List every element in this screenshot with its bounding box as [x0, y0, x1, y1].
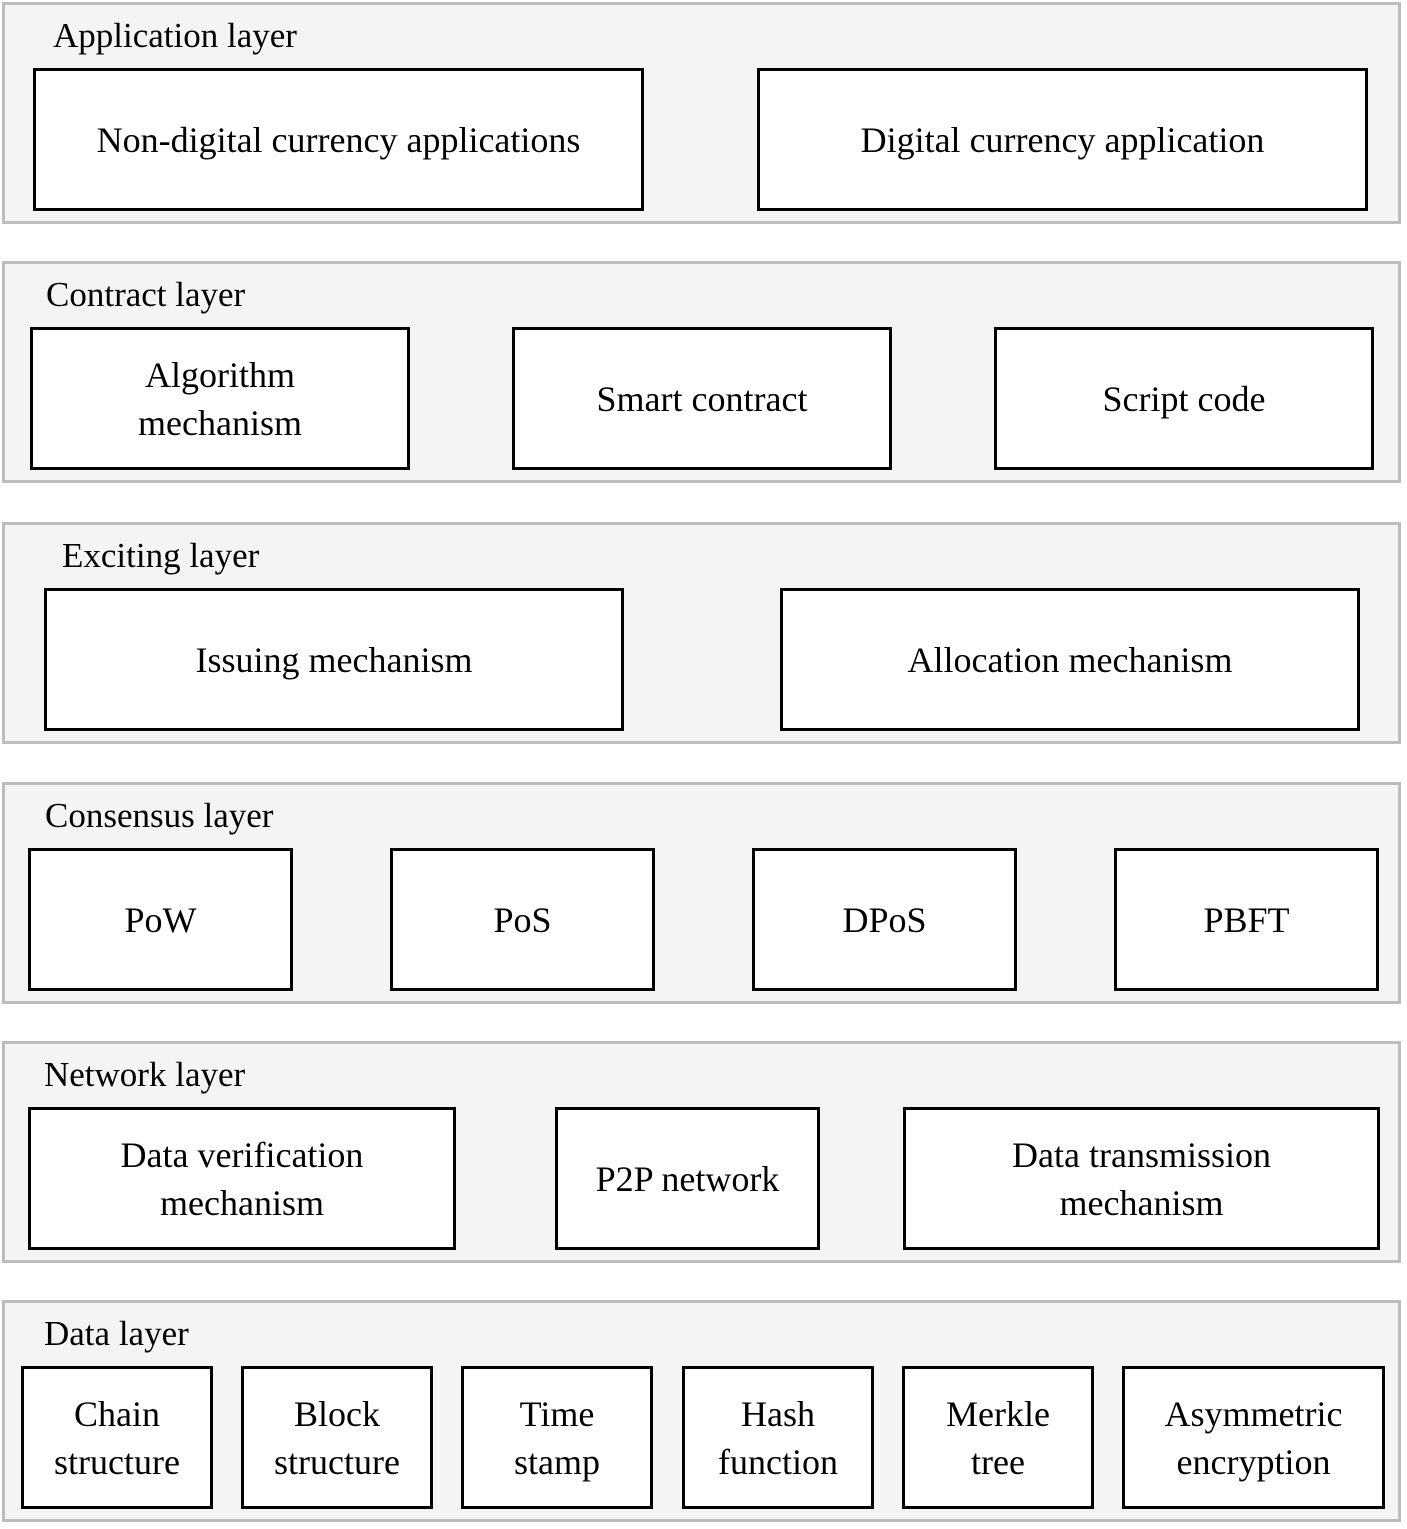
box-smart-contract: Smart contract	[512, 327, 892, 470]
box-pow: PoW	[28, 848, 293, 991]
box-pos: PoS	[390, 848, 655, 991]
box-non-digital-currency-applications: Non-digital currency applications	[33, 68, 644, 211]
box-pbft: PBFT	[1114, 848, 1379, 991]
box-digital-currency-application: Digital currency application	[757, 68, 1368, 211]
box-dpos: DPoS	[752, 848, 1017, 991]
network-layer-title: Network layer	[44, 1055, 246, 1094]
box-p2p-network: P2P network	[555, 1107, 820, 1250]
exciting-layer-title: Exciting layer	[62, 536, 260, 575]
consensus-layer-title: Consensus layer	[45, 796, 274, 835]
application-layer-title: Application layer	[53, 16, 297, 55]
box-script-code: Script code	[994, 327, 1374, 470]
data-layer-title: Data layer	[44, 1314, 189, 1353]
box-allocation-mechanism: Allocation mechanism	[780, 588, 1360, 731]
box-issuing-mechanism: Issuing mechanism	[44, 588, 624, 731]
contract-layer-title: Contract layer	[46, 275, 246, 314]
